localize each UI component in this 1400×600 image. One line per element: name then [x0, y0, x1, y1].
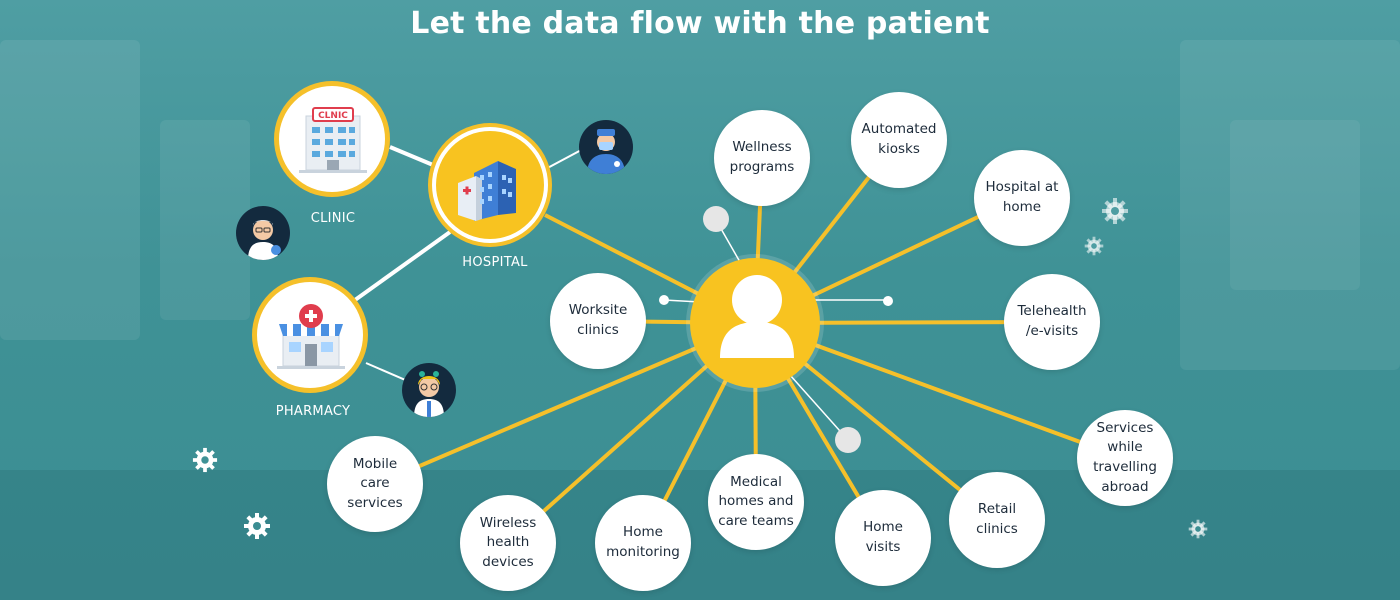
pharmacy-building-icon	[277, 304, 345, 369]
pharmacy-hospital-link	[353, 230, 452, 302]
patient-hub	[690, 258, 820, 388]
gear-icon	[1188, 519, 1208, 539]
hospital-circle	[436, 131, 544, 239]
clinic-building-icon: CLNIC	[299, 107, 367, 173]
background-window	[1180, 40, 1400, 370]
background-window	[0, 40, 140, 340]
pharmacy-label: PHARMACY	[275, 404, 351, 419]
hospital-avatar-link	[539, 147, 586, 173]
service-telehealth: Telehealth/e-visits	[1004, 274, 1100, 370]
page-title: Let the data flow with the patient	[410, 6, 990, 41]
clinic-sign: CLNIC	[318, 111, 348, 121]
gear-icon	[1084, 236, 1104, 256]
background-window	[1230, 120, 1360, 290]
pharmacy-avatar-link	[365, 362, 411, 383]
spoke-travelling	[754, 321, 1125, 460]
background-window	[160, 120, 250, 320]
nurse-avatar-icon	[579, 120, 633, 174]
clinic-circle: CLNIC	[279, 86, 385, 192]
background-floor	[0, 470, 1400, 600]
gear-icon	[244, 513, 270, 539]
doctor-avatar-icon	[236, 206, 290, 260]
gear-icon	[1102, 198, 1128, 224]
decorative-dot	[703, 206, 729, 232]
pharmacy-circle	[257, 282, 363, 388]
pharmacist-avatar-icon	[402, 363, 456, 417]
hospital-label: HOSPITAL	[462, 255, 528, 270]
decorative-dot	[835, 427, 861, 453]
person-icon	[720, 275, 794, 358]
gear-icon	[192, 447, 218, 473]
decorative-dot	[659, 295, 669, 305]
decorative-dot	[883, 296, 893, 306]
hospital-building-icon	[458, 161, 516, 221]
clinic-hospital-link	[389, 145, 446, 172]
clinic-label: CLINIC	[310, 211, 356, 226]
spoke-mobile-care	[374, 321, 756, 487]
